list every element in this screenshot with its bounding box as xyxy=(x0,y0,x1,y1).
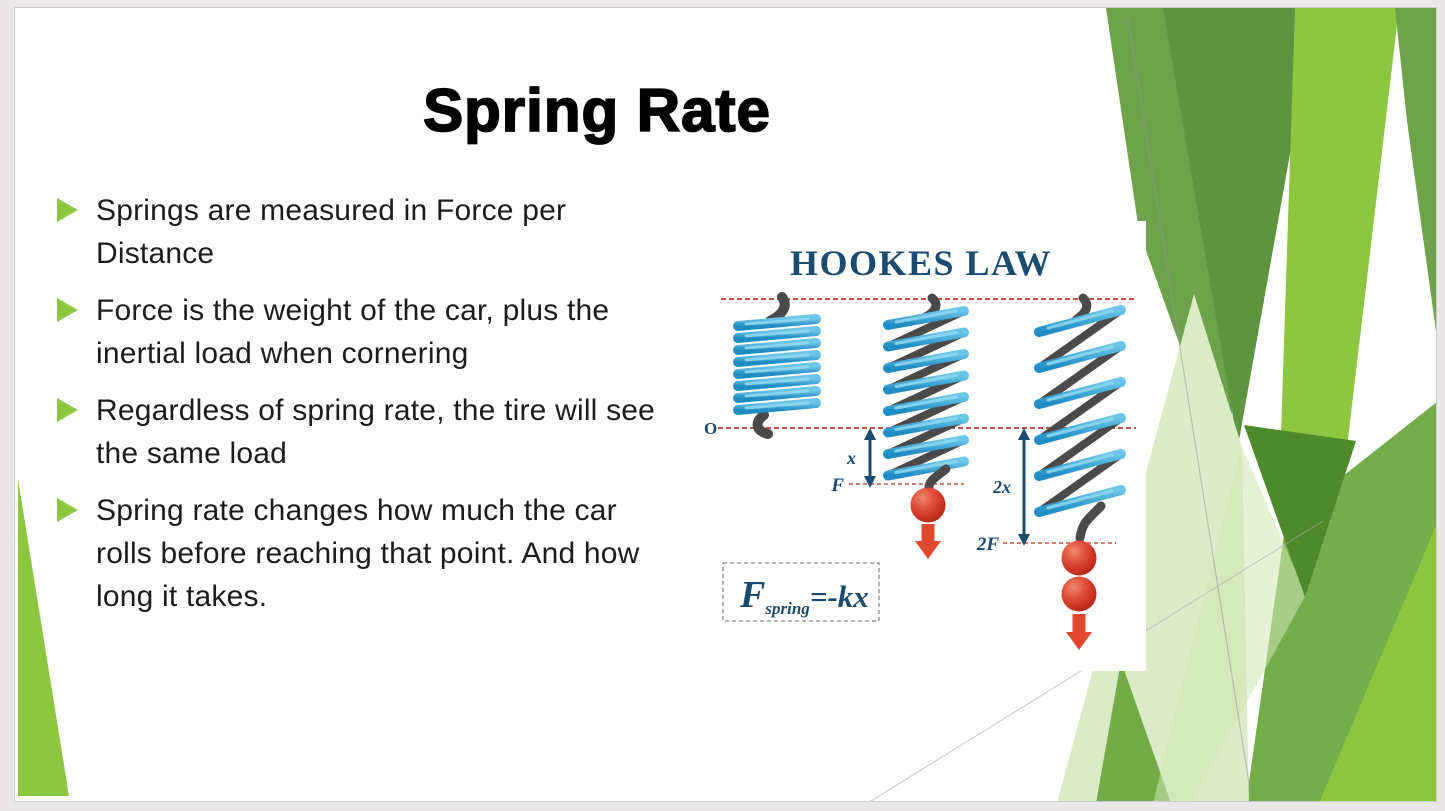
bullet-text: Regardless of spring rate, the tire will… xyxy=(96,394,656,470)
bullet-arrow-icon xyxy=(57,498,78,522)
slide-title: Spring Rate xyxy=(422,76,771,145)
formula-box: Fspring=-kx xyxy=(722,562,880,622)
spring-rest-icon xyxy=(733,292,821,439)
bullet-item: Springs are measured in Force per Distan… xyxy=(57,189,697,275)
weight-ball xyxy=(1061,540,1097,576)
svg-text:Fspring=-kx: Fspring=-kx xyxy=(739,574,869,618)
hookes-law-figure: HOOKES LAW O x F 2x 2F xyxy=(696,221,1146,671)
f-label: F xyxy=(830,475,844,496)
x-label: x xyxy=(846,448,856,468)
diagram-labels: O x F 2x 2F xyxy=(704,419,1011,555)
formula-symbol: F xyxy=(739,574,765,616)
spring-stretched-2x-icon xyxy=(1034,293,1126,650)
bullet-arrow-icon xyxy=(57,198,78,222)
bullet-item: Spring rate changes how much the car rol… xyxy=(57,489,697,618)
2f-label: 2F xyxy=(976,534,1000,555)
origin-label: O xyxy=(704,419,717,438)
bullet-list: Springs are measured in Force per Distan… xyxy=(57,189,697,632)
formula-expression: =-kx xyxy=(810,579,869,614)
2x-label: 2x xyxy=(992,477,1011,497)
bullet-item: Regardless of spring rate, the tire will… xyxy=(57,389,697,475)
force-arrow-down-icon xyxy=(1066,614,1092,650)
bullet-item: Force is the weight of the car, plus the… xyxy=(57,289,697,375)
bullet-arrow-icon xyxy=(57,398,78,422)
bullet-text: Springs are measured in Force per Distan… xyxy=(96,194,567,270)
force-arrow-down-icon xyxy=(915,524,941,559)
weight-ball xyxy=(1061,576,1097,612)
figure-title-text: HOOKES LAW xyxy=(790,243,1052,283)
bullet-arrow-icon xyxy=(57,298,78,322)
weight-ball xyxy=(910,487,946,523)
slide[interactable]: Spring Rate Springs are measured in Forc… xyxy=(14,7,1437,802)
bullet-text: Force is the weight of the car, plus the… xyxy=(96,294,610,370)
bullet-text: Spring rate changes how much the car rol… xyxy=(96,494,640,613)
formula-subscript: spring xyxy=(764,599,810,618)
measure-arrows xyxy=(864,428,1030,546)
spring-stretched-x-icon xyxy=(883,293,969,559)
